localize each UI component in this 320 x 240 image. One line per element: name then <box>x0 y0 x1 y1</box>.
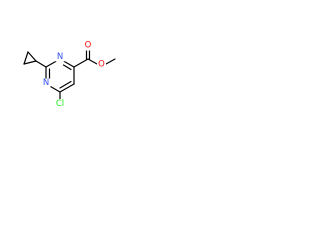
bond-carbonyl-ester-o <box>87 58 98 65</box>
bonds <box>23 49 116 101</box>
bond-c5-c4-inner <box>59 80 72 89</box>
chlorine-atom: Cl <box>56 99 64 109</box>
atom-labels: N N O O Cl <box>41 40 106 109</box>
bond-n1-c6-inner <box>62 64 72 71</box>
bond-n1-c6 <box>62 60 75 68</box>
oxygen-atom-ester: O <box>98 60 105 70</box>
bond-cyclopropyl-b <box>23 60 37 65</box>
bond-c6-carbonyl-c <box>73 58 89 68</box>
bond-c4-n3 <box>49 85 61 93</box>
molecule-structure: N N O O Cl <box>23 40 116 109</box>
nitrogen-atom-n1: N <box>57 52 63 62</box>
bond-c5-c4 <box>59 83 75 93</box>
nitrogen-atom-n3: N <box>43 78 49 88</box>
bond-ester-o-methyl <box>105 58 116 65</box>
oxygen-atom-carbonyl: O <box>85 41 92 51</box>
bond-c2-cyclopropyl <box>35 60 47 68</box>
bond-c2-n1 <box>45 60 58 68</box>
bond-cyclopropyl-c <box>23 51 29 65</box>
bond-cyclopropyl-a <box>27 51 37 62</box>
